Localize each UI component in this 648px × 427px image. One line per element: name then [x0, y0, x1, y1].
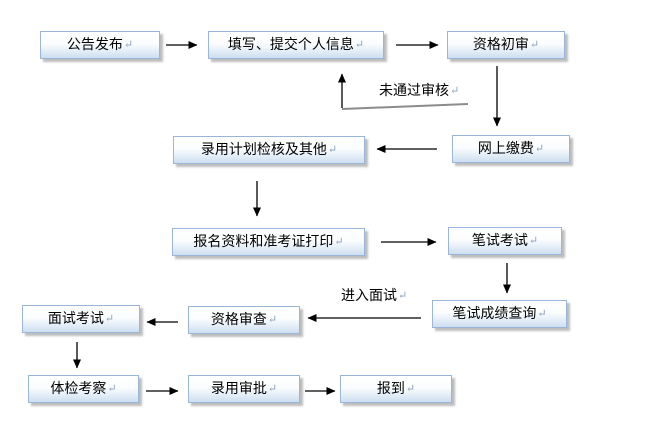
return-mark: ↵	[104, 313, 115, 325]
return-mark: ↵	[267, 383, 278, 395]
node-fill-submit-info: 填写、提交个人信息↵	[208, 31, 384, 59]
node-written-score-query: 笔试成绩查询↵	[432, 300, 567, 328]
return-mark: ↵	[529, 39, 540, 51]
edge-label-text: 未通过审核	[379, 84, 449, 99]
node-qualification-review: 资格审查↵	[188, 306, 300, 334]
return-mark: ↵	[354, 39, 365, 51]
node-interview-exam: 面试考试↵	[22, 305, 140, 333]
return-mark: ↵	[528, 235, 539, 247]
node-label: 公告发布	[66, 38, 123, 53]
node-label: 面试考试	[47, 312, 104, 327]
node-label: 报到	[376, 382, 405, 397]
node-label: 录用计划检核及其他	[200, 143, 327, 158]
node-recruit-plan-check: 录用计划检核及其他↵	[173, 136, 365, 164]
return-line-horizontal	[341, 103, 469, 110]
return-mark: ↵	[398, 290, 408, 302]
edge-label-failed-review: 未通过审核↵	[379, 84, 459, 99]
return-mark: ↵	[450, 85, 460, 97]
return-mark: ↵	[405, 383, 416, 395]
node-online-payment: 网上缴费↵	[452, 135, 570, 163]
node-label: 体检考察	[50, 382, 107, 397]
edge-label-text: 进入面试	[341, 289, 397, 304]
return-mark: ↵	[107, 383, 117, 395]
return-mark: ↵	[123, 39, 134, 51]
node-label: 网上缴费	[477, 142, 534, 157]
node-label: 笔试成绩查询	[452, 307, 537, 322]
node-label: 资格初审	[472, 38, 529, 53]
return-mark: ↵	[267, 314, 278, 326]
return-mark: ↵	[327, 144, 338, 156]
node-label: 报名资料和准考证打印	[193, 235, 334, 250]
node-announcement: 公告发布↵	[40, 31, 160, 59]
node-report-duty: 报到↵	[340, 375, 452, 403]
return-mark: ↵	[334, 236, 344, 248]
node-label: 资格审查	[210, 313, 267, 328]
edge-label-enter-interview: 进入面试↵	[341, 289, 407, 304]
node-initial-qualification: 资格初审↵	[447, 31, 565, 59]
return-mark: ↵	[537, 308, 547, 320]
return-mark: ↵	[534, 143, 545, 155]
node-physical-check: 体检考察↵	[28, 375, 139, 403]
node-print-admission-ticket: 报名资料和准考证打印↵	[172, 228, 365, 256]
node-written-exam: 笔试考试↵	[448, 227, 562, 255]
node-hiring-approval: 录用审批↵	[188, 375, 300, 403]
node-label: 填写、提交个人信息	[227, 38, 354, 53]
node-label: 笔试考试	[471, 234, 528, 249]
node-label: 录用审批	[210, 382, 267, 397]
